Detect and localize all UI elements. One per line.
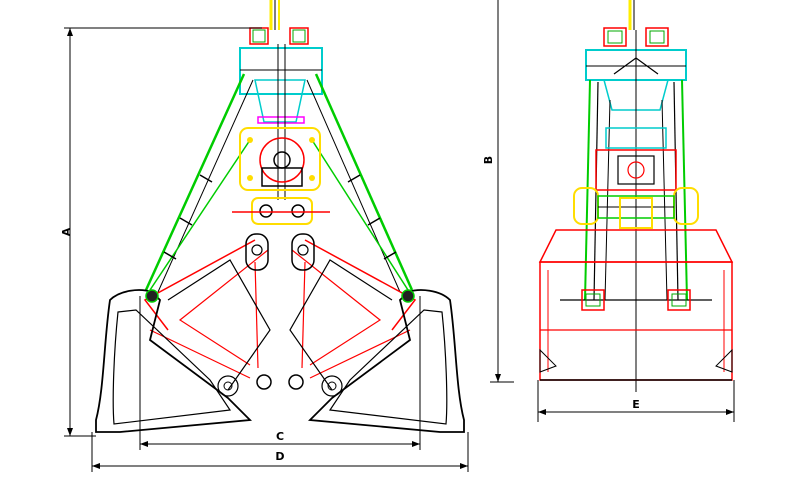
dimension-e: E [537, 380, 735, 422]
dimension-d: D [91, 432, 469, 472]
left-shell [95, 289, 272, 433]
side-ropes [628, 0, 635, 30]
tie-rods [144, 73, 414, 293]
jaw-arms [167, 233, 393, 391]
upper-head-block [239, 27, 323, 200]
dimension-b: B [482, 0, 514, 383]
center-hub [239, 127, 321, 225]
side-bucket [538, 229, 734, 381]
side-frame [584, 30, 688, 392]
dimension-d-label: D [275, 450, 284, 463]
dimension-b-label: B [482, 156, 495, 164]
dimension-a-label: A [60, 227, 73, 236]
right-shell [288, 289, 465, 433]
red-linkage [143, 211, 417, 379]
dimension-c-label: C [276, 430, 284, 443]
side-hub [573, 127, 699, 229]
side-view: B [482, 0, 735, 422]
dimension-e-label: E [632, 398, 640, 411]
dimension-a: A [60, 27, 262, 437]
front-view: A C D [60, 0, 469, 472]
dimension-c: C [139, 296, 421, 450]
hoist-ropes [269, 0, 280, 30]
